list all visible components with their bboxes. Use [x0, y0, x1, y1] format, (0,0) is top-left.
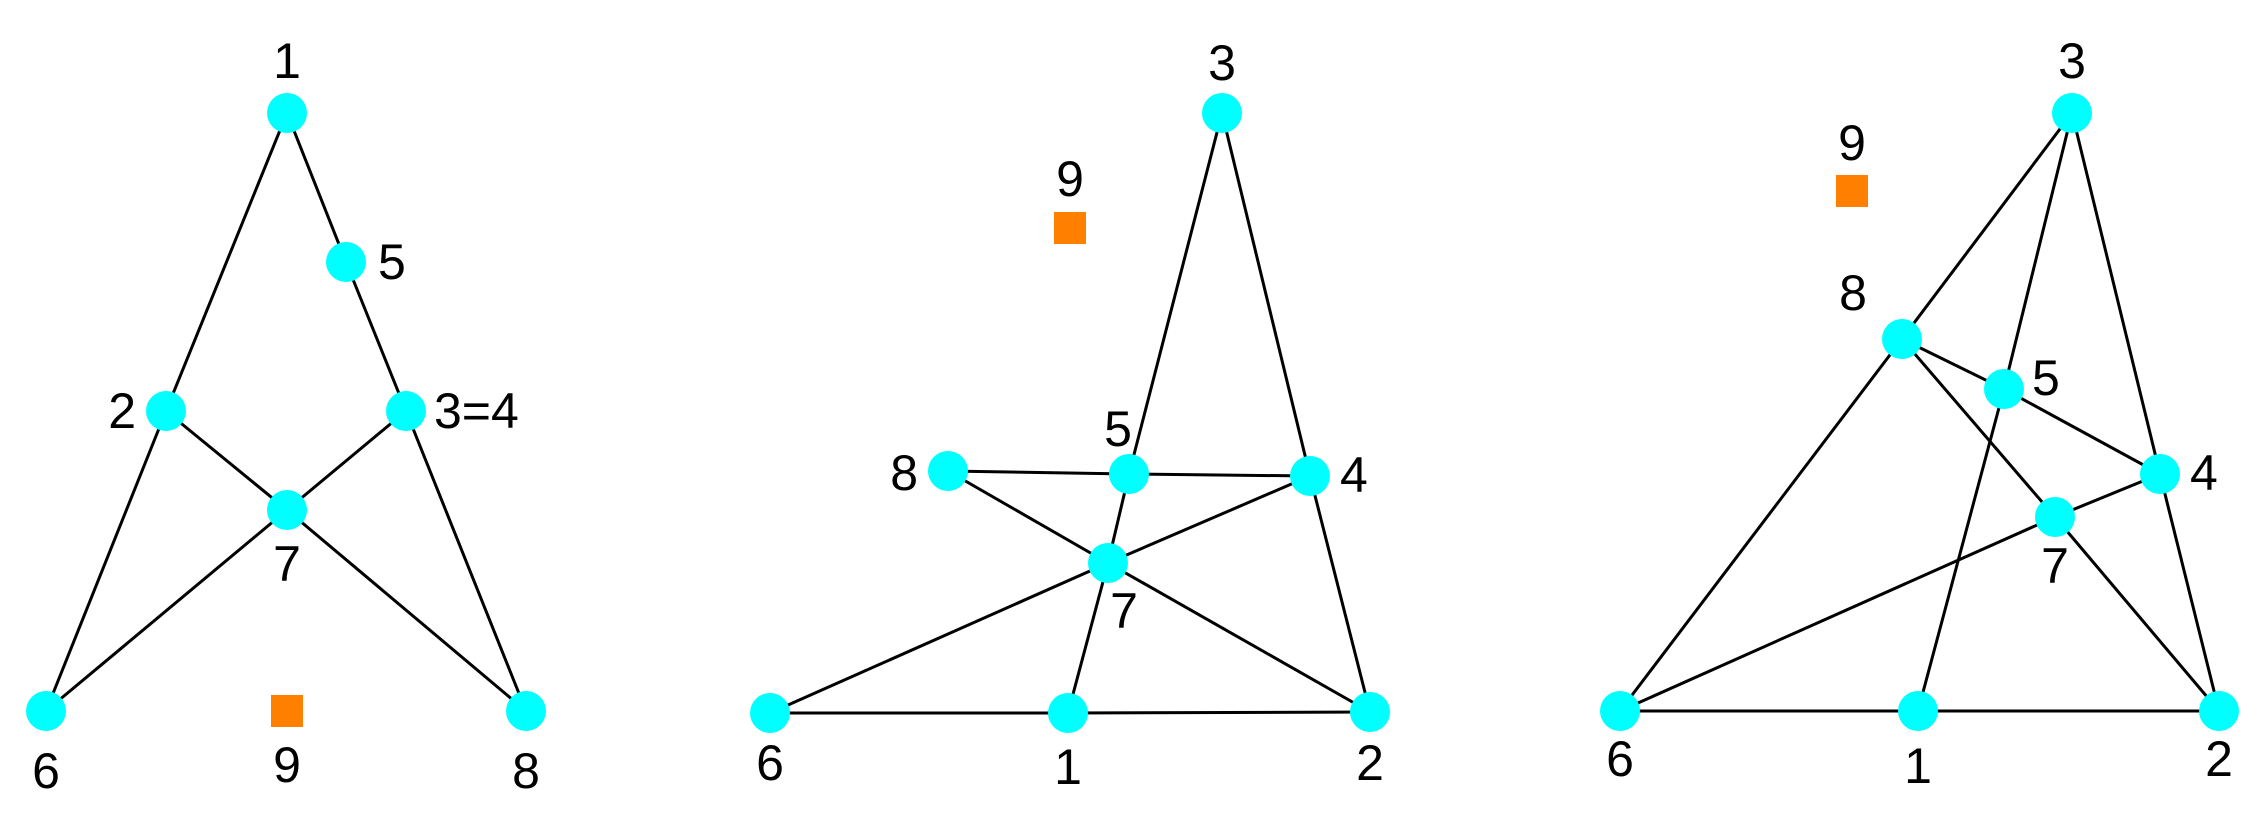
node-label-1: 1: [1904, 738, 1932, 794]
node-label-7: 7: [2041, 538, 2069, 594]
node-1: [1048, 693, 1088, 733]
edge-5-34: [344, 261, 408, 412]
node-5: [326, 242, 366, 282]
edge-7-2: [1107, 561, 1371, 714]
edge-1-5: [285, 112, 348, 263]
edge-3-5: [1127, 112, 1224, 475]
graph-middle: 3 9 8 5 4 7 6 1 2: [750, 35, 1390, 795]
edge-4-2: [2158, 473, 2221, 712]
edge-8-7: [947, 469, 1109, 565]
edge-4-2: [1308, 475, 1372, 713]
edge-3-8: [1900, 112, 2074, 340]
node-label-9: 9: [1838, 115, 1866, 171]
node-label-6: 6: [756, 735, 784, 791]
node-label-9: 9: [1056, 151, 1084, 207]
edge-3-4: [1220, 112, 1312, 477]
node-7: [267, 490, 307, 530]
node-8: [1882, 319, 1922, 359]
node-label-1: 1: [273, 33, 301, 89]
edge-5-4: [2003, 387, 2161, 476]
edge-5-4: [1128, 472, 1311, 478]
node-label-3: 3: [1208, 35, 1236, 91]
node-label-6: 6: [1606, 731, 1634, 787]
node-1: [267, 93, 307, 133]
edge-2-7: [165, 409, 288, 512]
special-node-9: [1836, 175, 1868, 207]
graph-right: 3 9 8 5 4 7 6 1 2: [1600, 33, 2239, 794]
node-3: [1202, 93, 1242, 133]
edge-34-8: [404, 410, 528, 712]
node-label-1: 1: [1054, 739, 1082, 795]
node-label-8: 8: [512, 743, 540, 799]
edge-7-2: [2053, 516, 2221, 712]
node-label-5: 5: [378, 234, 406, 290]
node-label-5: 5: [1104, 401, 1132, 457]
special-node-9: [1054, 212, 1086, 244]
node-label-4: 4: [1340, 447, 1368, 503]
node-5: [1984, 369, 2024, 409]
graph-left: 1 5 2 3=4 7 6 8 9: [26, 33, 546, 799]
node-label-5: 5: [2032, 350, 2060, 406]
edge-8-6: [1618, 338, 1904, 712]
node-7: [1088, 543, 1128, 583]
edge-3-4: [2070, 112, 2162, 475]
edge-4-7: [1107, 474, 1311, 565]
node-label-3: 3: [2058, 33, 2086, 89]
node-label-2: 2: [108, 383, 136, 439]
node-label-7: 7: [273, 536, 301, 592]
edge-5-1: [1916, 388, 2006, 712]
node-label-2: 2: [1356, 735, 1384, 791]
edge-8-7: [1900, 338, 2057, 518]
node-2: [1350, 692, 1390, 732]
node-6: [1600, 691, 1640, 731]
edge-2-6: [44, 410, 168, 712]
edge-7-1: [1066, 562, 1110, 714]
node-4: [2140, 454, 2180, 494]
node-label-9: 9: [273, 737, 301, 793]
node-label-2: 2: [2205, 731, 2233, 787]
node-2: [146, 391, 186, 431]
edge-7-6: [1619, 515, 2056, 713]
node-6: [26, 691, 66, 731]
node-label-7: 7: [1110, 583, 1138, 639]
edge-34-7: [286, 409, 407, 512]
node-6: [750, 693, 790, 733]
node-label-6: 6: [32, 743, 60, 799]
node-label-8: 8: [890, 445, 918, 501]
edge-3-5: [2002, 112, 2074, 390]
node-7: [2035, 497, 2075, 537]
node-label-4: 4: [2190, 445, 2218, 501]
node-label-34: 3=4: [434, 383, 519, 439]
special-node-9: [271, 695, 303, 727]
node-8: [506, 691, 546, 731]
node-2: [2199, 691, 2239, 731]
node-8: [928, 451, 968, 491]
edge-8-5: [947, 469, 1130, 476]
edge-7-6: [45, 508, 288, 713]
edge-7-6: [769, 561, 1109, 715]
edge-1-2: [164, 112, 289, 412]
node-1: [1898, 691, 1938, 731]
node-5: [1109, 454, 1149, 494]
edge-1-2: [1067, 710, 1371, 715]
edge-7-8: [286, 508, 527, 713]
node-label-8: 8: [1839, 265, 1867, 321]
node-34: [386, 391, 426, 431]
node-3: [2052, 93, 2092, 133]
node-4: [1290, 456, 1330, 496]
